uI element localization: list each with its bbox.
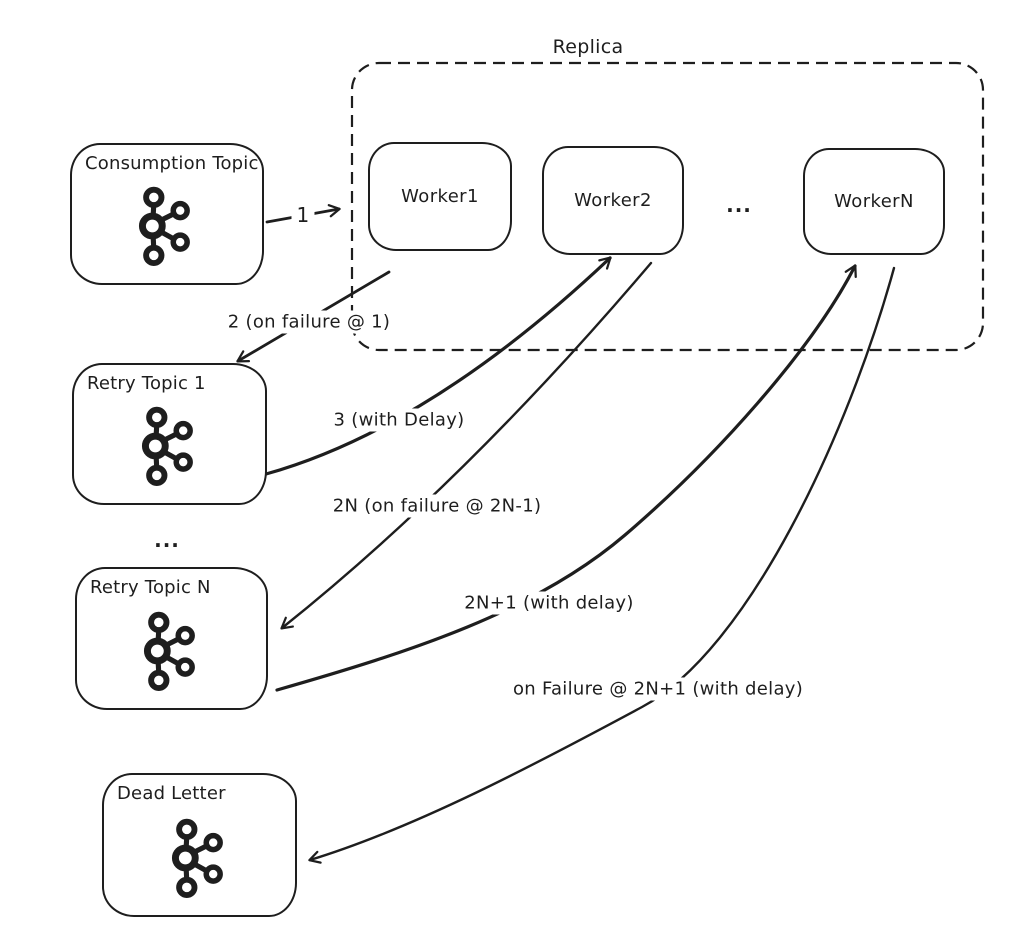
worker2-node[interactable]: Worker2 [542,146,684,255]
kafka-icon [139,601,205,701]
edge-6-workerN-to-deadletter[interactable] [308,266,896,864]
consumption-topic-title: Consumption Topic [85,153,259,174]
edge-5-retryN-to-workerN[interactable] [275,264,857,692]
retry-topics-ellipsis: ... [154,528,180,552]
kafka-icon [167,808,233,908]
retry-topic-1-title: Retry Topic 1 [87,373,206,394]
replica-group-label[interactable]: Replica [552,36,624,58]
edge-4-label[interactable]: 2N (on failure @ 2N-1) [327,494,547,518]
consumption-topic-node[interactable]: Consumption Topic [70,143,264,285]
edge-5-label[interactable]: 2N+1 (with delay) [459,591,639,615]
worker2-label: Worker2 [574,190,652,211]
edge-3-label[interactable]: 3 (with Delay) [328,408,470,432]
edge-4-worker2-to-retryN[interactable] [280,261,653,630]
workerN-label: WorkerN [834,191,914,212]
kafka-icon [137,396,203,496]
workerN-node[interactable]: WorkerN [803,148,945,255]
edge-2-label[interactable]: 2 (on failure @ 1) [222,310,396,334]
edge-3-retry1-to-worker2[interactable] [264,256,612,476]
worker1-label: Worker1 [401,186,479,207]
retry-topic-N-title: Retry Topic N [90,577,211,598]
dead-letter-title: Dead Letter [117,783,226,804]
worker1-node[interactable]: Worker1 [368,142,512,251]
workers-ellipsis: ... [726,193,752,217]
dead-letter-node[interactable]: Dead Letter [102,773,297,917]
kafka-icon [134,176,200,276]
edge-1-label[interactable]: 1 [291,202,315,228]
replica-group-border[interactable] [350,61,985,352]
edge-6-label[interactable]: on Failure @ 2N+1 (with delay) [507,677,809,701]
retry-topic-N-node[interactable]: Retry Topic N [75,567,268,710]
retry-topic-1-node[interactable]: Retry Topic 1 [72,363,267,505]
